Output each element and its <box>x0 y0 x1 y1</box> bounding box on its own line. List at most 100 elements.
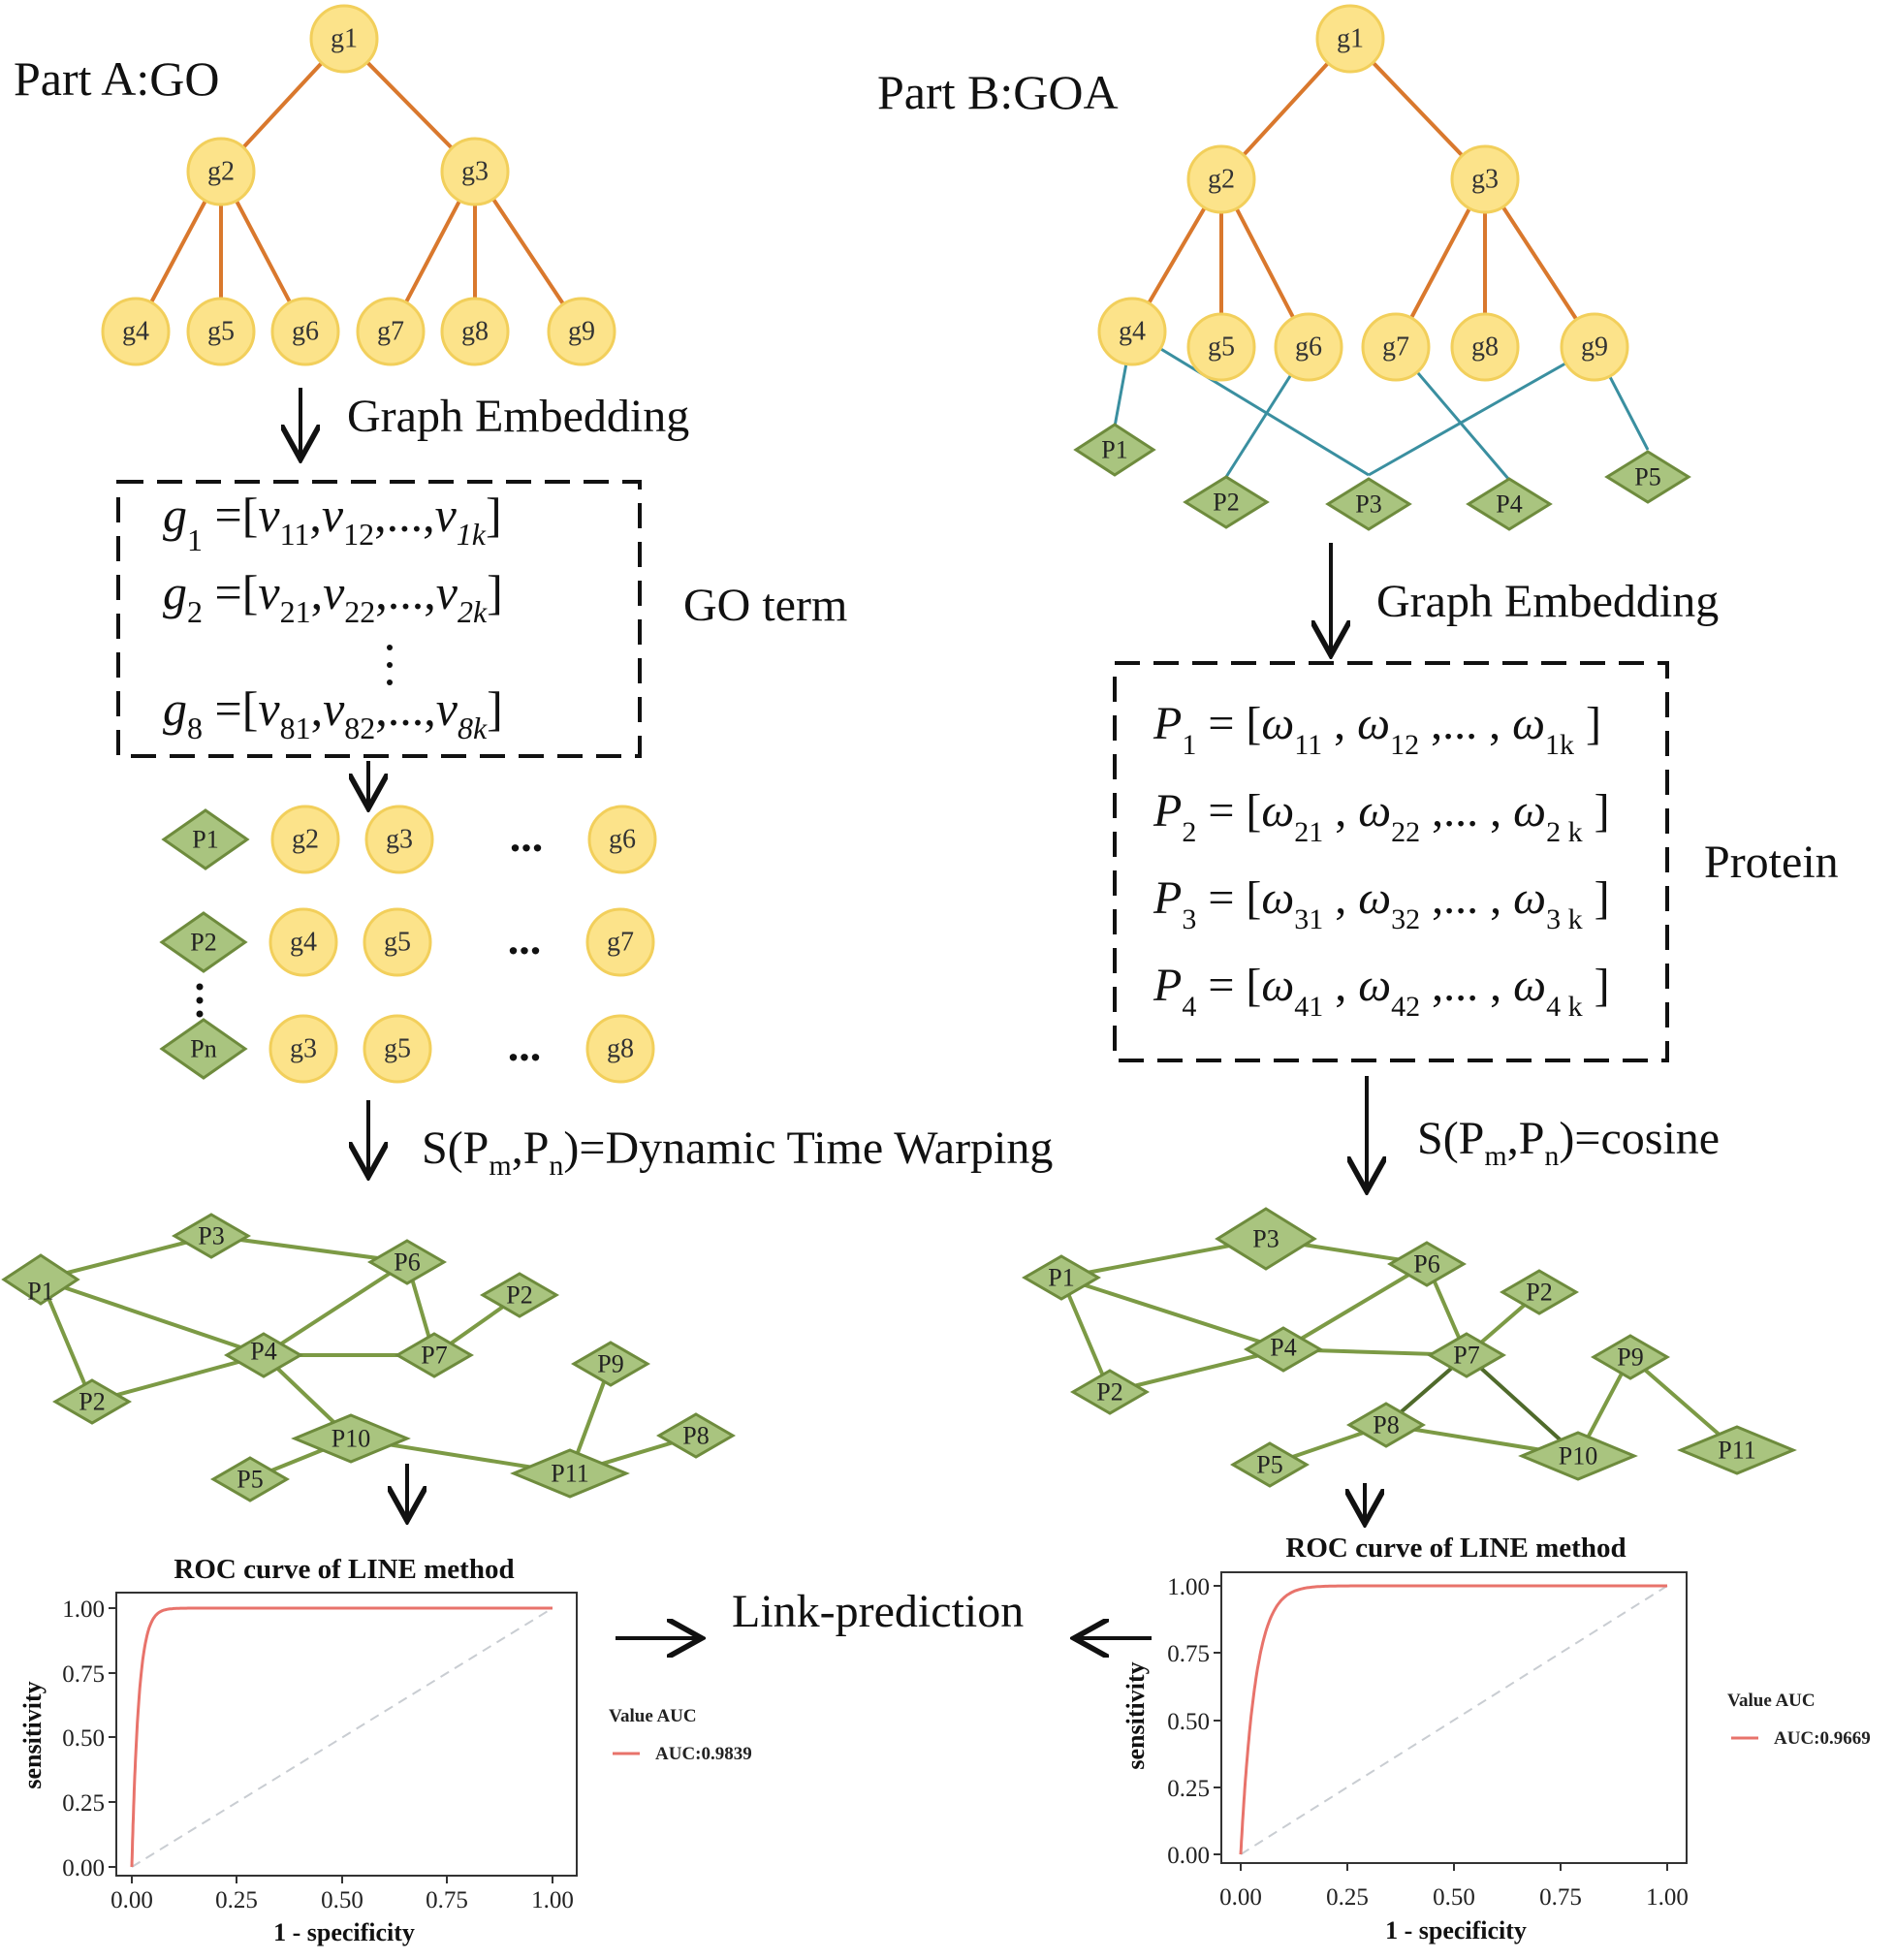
x-axis-label: 1 - specificity <box>273 1918 415 1946</box>
go-node-label: g6 <box>1295 332 1322 363</box>
go-node-label: g5 <box>207 317 235 347</box>
annotation-row-pn: Pn g3 g5 ... g8 <box>159 1014 655 1084</box>
legend-title: Value AUC <box>609 1706 697 1726</box>
go-node: g7 <box>585 907 655 977</box>
vector-ik: 8k <box>458 711 488 745</box>
network-node-label: P6 <box>1413 1250 1439 1279</box>
part-b-title: Part B:GOA <box>877 65 1119 119</box>
vector-i2: 42 <box>1391 991 1420 1023</box>
goa-protein-p4: P4 <box>1466 477 1553 531</box>
svg-text:P4 = [ω41 , ω42 ,... , ω4 k ]: P4 = [ω41 , ω42 ,... , ω4 k ] <box>1153 960 1610 1023</box>
vector-name: g <box>163 681 187 736</box>
go-node-label: g5 <box>384 928 411 958</box>
goa-node-g2: g2 <box>1186 144 1256 214</box>
network-node-label: P10 <box>1559 1442 1597 1470</box>
vector-i1: 21 <box>280 594 311 629</box>
go-node-label: g6 <box>292 317 319 347</box>
roc-title: ROC curve of LINE method <box>174 1554 514 1585</box>
go-node-label: g8 <box>1471 332 1499 363</box>
protein-label: P5 <box>1634 463 1660 491</box>
vector-i2: 82 <box>344 711 375 745</box>
network-node-p2-left: P2 <box>1070 1369 1150 1415</box>
go-term-vector-box <box>116 480 642 758</box>
row-ellipsis: ... <box>508 914 542 964</box>
goa-protein-p5: P5 <box>1604 450 1691 504</box>
goa-node-g1: g1 <box>1315 4 1385 74</box>
goa-node-g4: g4 <box>1097 297 1167 366</box>
goa-node-g9: g9 <box>1560 312 1629 382</box>
vector-v: v <box>258 565 280 619</box>
goa-node-g7: g7 <box>1361 312 1431 382</box>
vector-ik: 2 k <box>1546 816 1583 848</box>
x-tick-label: 0.25 <box>1326 1884 1369 1911</box>
network-node-label: P9 <box>597 1350 623 1378</box>
part-b-graph-embedding-label: Graph Embedding <box>1376 576 1719 627</box>
svg-text:P1 = [ω11 , ω12 ,... , ω1k ]: P1 = [ω11 , ω12 ,... , ω1k ] <box>1153 698 1601 761</box>
network-node-label: P7 <box>421 1342 447 1370</box>
part-b-protein-network: P1 P3 P6 P2 P4 P7 P9 P2 P8 P10 P5 P11 <box>1022 1207 1797 1488</box>
go-node-g3: g3 <box>440 137 510 206</box>
go-node-label: g3 <box>1471 165 1499 195</box>
vector-i2: 12 <box>343 517 374 552</box>
rows-vertical-ellipsis <box>196 983 204 1018</box>
legend-entry: AUC:0.9839 <box>655 1744 752 1764</box>
svg-text:P3 = [ω31 , ω32 ,... , ω3 k ]: P3 = [ω31 , ω32 ,... , ω3 k ] <box>1153 872 1610 935</box>
network-node-p11: P11 <box>1677 1425 1797 1475</box>
protein-label: P2 <box>1213 489 1239 517</box>
network-node-label: P7 <box>1453 1342 1479 1370</box>
vector-v: v <box>323 681 345 736</box>
plot-frame <box>115 1592 578 1877</box>
go-node: g3 <box>268 1014 338 1084</box>
vector-i1: 81 <box>280 711 311 745</box>
network-node-label: P5 <box>237 1466 263 1494</box>
annotation-row-p2: P2 g4 g5 ... g7 <box>159 907 655 977</box>
x-tick-label: 0.50 <box>321 1887 363 1913</box>
vector-v: v <box>436 565 458 619</box>
go-node: g5 <box>363 1014 432 1084</box>
roc-chart-a: ROC curve of LINE method 0.00 0.25 0.50 … <box>18 1554 752 1946</box>
roc-title: ROC curve of LINE method <box>1285 1533 1626 1564</box>
network-node-p10: P10 <box>291 1413 411 1464</box>
go-node: g2 <box>270 805 340 874</box>
goa-node-g6: g6 <box>1274 312 1343 382</box>
network-node-p4: P4 <box>1244 1326 1323 1373</box>
diagonal-reference <box>1240 1585 1668 1855</box>
part-a-go-tree: g1 g2 g3 g4 g5 g6 g7 g8 g9 <box>101 4 616 366</box>
go-node-label: g1 <box>331 24 358 54</box>
go-node: g8 <box>585 1014 655 1084</box>
network-node-p6: P6 <box>367 1239 447 1285</box>
go-node-label: g3 <box>461 157 489 187</box>
vector-i1: 41 <box>1294 991 1323 1023</box>
y-tick-label: 0.75 <box>62 1661 105 1688</box>
x-ticks: 0.00 0.25 0.50 0.75 1.00 <box>111 1876 574 1913</box>
y-tick-label: 0.00 <box>1167 1843 1210 1869</box>
go-node-label: g9 <box>1581 332 1608 363</box>
vector-v: v <box>258 681 280 736</box>
go-node-label: g3 <box>290 1034 317 1064</box>
network-node-p7: P7 <box>1427 1332 1506 1378</box>
network-node-label: P2 <box>506 1281 532 1310</box>
go-node-label: g9 <box>568 317 595 347</box>
protein-label: P2 <box>190 929 216 957</box>
protein-vector-p2: P2 = [ω21 , ω22 ,... , ω2 k ] <box>1153 785 1610 848</box>
vector-sub: 2 <box>187 594 203 629</box>
row-ellipsis: ... <box>510 811 544 861</box>
vector-i2: 12 <box>1390 729 1419 761</box>
vector-sub: 1 <box>187 522 203 557</box>
protein-label: P1 <box>192 826 218 854</box>
y-axis-label: sensitivity <box>18 1681 47 1788</box>
legend-title: Value AUC <box>1727 1691 1816 1711</box>
go-node-label: g2 <box>207 157 235 187</box>
vector-v: v <box>435 488 458 542</box>
network-node-label: P2 <box>79 1388 105 1416</box>
vector-name: P <box>1153 698 1182 749</box>
protein-label: P3 <box>1355 490 1381 519</box>
network-node-label: P6 <box>394 1249 420 1277</box>
goa-node-g3: g3 <box>1450 144 1520 214</box>
goa-protein-p2: P2 <box>1183 475 1270 529</box>
protein-node: P1 <box>161 808 250 870</box>
vector-i2: 22 <box>1391 816 1420 848</box>
go-node-label: g4 <box>290 928 317 958</box>
vector-name: P <box>1153 872 1182 924</box>
go-node-label: g1 <box>1337 24 1364 54</box>
